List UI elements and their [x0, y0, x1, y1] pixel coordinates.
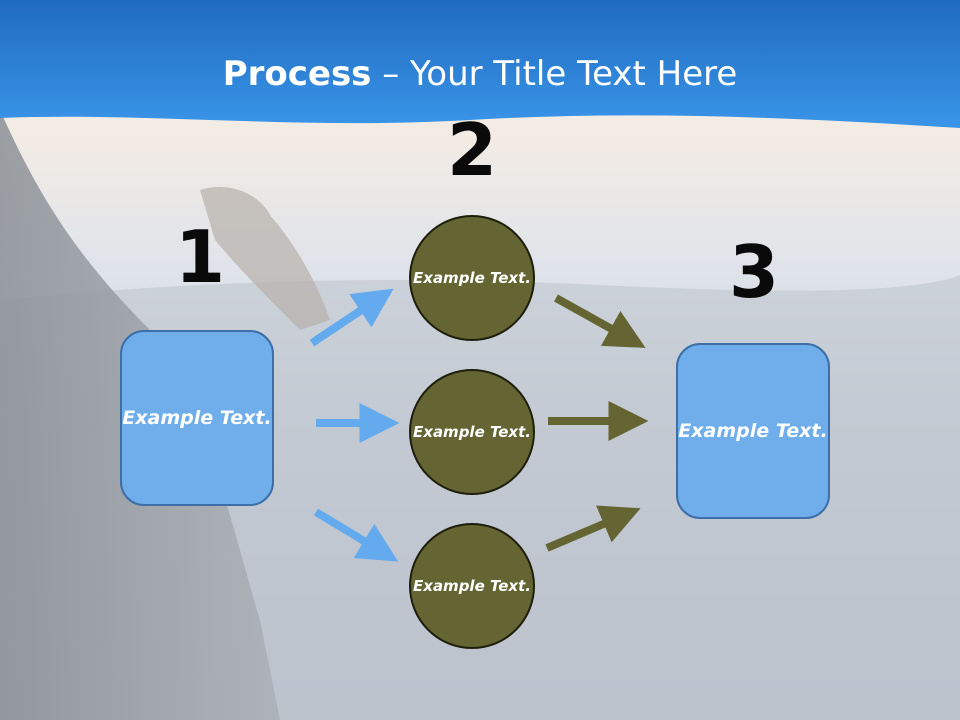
step-number-3: 3 — [728, 230, 780, 314]
step-3-box: Example Text. — [676, 343, 830, 519]
step-1-box: Example Text. — [120, 330, 274, 506]
page-title: Process – Your Title Text Here — [0, 52, 960, 96]
step-number-2: 2 — [446, 108, 498, 192]
circle-text-bottom: Example Text. — [413, 576, 531, 595]
arrow-bottom-to-3 — [545, 505, 641, 552]
arrow-1-to-bottom-line — [313, 508, 399, 562]
arrow-1-to-top — [309, 288, 394, 347]
step-3-text: Example Text. — [678, 419, 828, 442]
step-2-circle-bottom: Example Text. — [409, 523, 535, 649]
step-1-text: Example Text. — [122, 406, 272, 429]
arrow-top-to-3 — [554, 294, 646, 348]
title-bold: Process — [222, 54, 372, 94]
circle-text-middle: Example Text. — [413, 422, 531, 441]
step-number-1: 1 — [174, 215, 226, 299]
title-rest: – Your Title Text Here — [371, 54, 738, 94]
circle-text-top: Example Text. — [413, 268, 531, 287]
step-2-circle-middle: Example Text. — [409, 369, 535, 495]
step-2-circle-top: Example Text. — [409, 215, 535, 341]
